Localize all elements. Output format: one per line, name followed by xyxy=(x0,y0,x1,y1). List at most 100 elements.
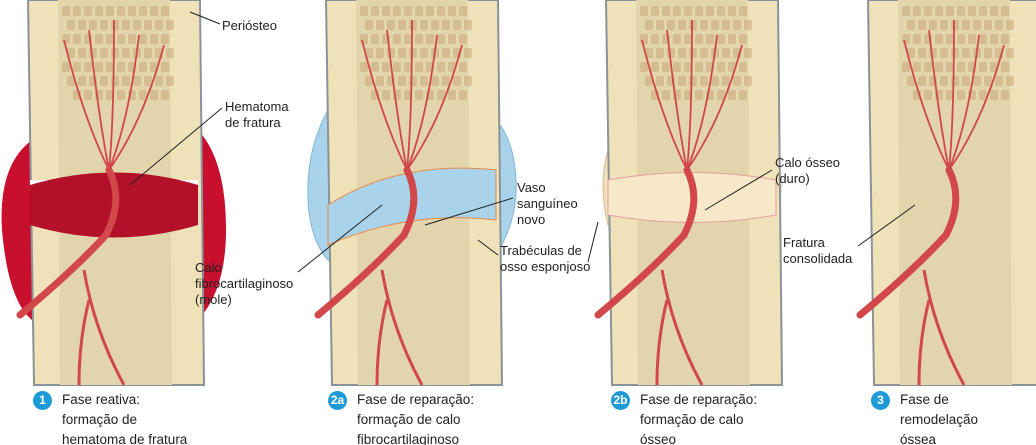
spongy-bone xyxy=(360,62,368,72)
spongy-bone xyxy=(918,48,926,58)
spongy-bone xyxy=(409,20,417,30)
blood-vessel-branch xyxy=(948,44,1005,171)
spongy-bone xyxy=(459,34,467,44)
leader-line xyxy=(587,221,599,263)
spongy-bone xyxy=(711,76,719,86)
spongy-bone xyxy=(122,76,130,86)
spongy-bone xyxy=(946,34,954,44)
spongy-bone xyxy=(365,48,373,58)
spongy-bone xyxy=(645,48,653,58)
label-line: Vaso xyxy=(517,180,546,195)
spongy-bone xyxy=(913,34,921,44)
spongy-bone xyxy=(717,62,725,72)
spongy-bone xyxy=(979,6,987,16)
spongy-bone xyxy=(651,6,659,16)
spongy-bone xyxy=(371,62,379,72)
label-line: sanguíneo xyxy=(517,196,578,211)
label-line: Trabéculas de xyxy=(500,243,582,258)
spongy-bone xyxy=(95,34,103,44)
spongy-bone xyxy=(161,6,169,16)
spongy-bone xyxy=(951,20,959,30)
spongy-bone xyxy=(907,20,915,30)
spongy-bone xyxy=(962,20,970,30)
spongy-bone xyxy=(1001,90,1009,100)
spongy-bone xyxy=(662,90,670,100)
spongy-bone xyxy=(95,62,103,72)
spongy-bone xyxy=(161,90,169,100)
spongy-bone xyxy=(689,20,697,30)
spongy-bone xyxy=(387,20,395,30)
spongy-bone xyxy=(924,90,932,100)
leader-line xyxy=(857,204,916,247)
spongy-bone xyxy=(1001,6,1009,16)
spongy-bone xyxy=(957,34,965,44)
spongy-bone xyxy=(150,6,158,16)
spongy-bone xyxy=(161,34,169,44)
spongy-bone xyxy=(717,90,725,100)
blood-vessel-branch xyxy=(108,19,115,171)
spongy-bone xyxy=(913,6,921,16)
spongy-bone xyxy=(442,76,450,86)
spongy-bone xyxy=(371,34,379,44)
spongy-bone xyxy=(73,62,81,72)
caption-line: Fase de reparação: xyxy=(640,392,758,407)
blood-vessel-branch xyxy=(406,19,413,171)
spongy-bone xyxy=(722,48,730,58)
spongy-bone xyxy=(979,90,987,100)
spongy-bone xyxy=(62,6,70,16)
spongy-bone xyxy=(645,20,653,30)
spongy-bone xyxy=(89,20,97,30)
spongy-bone xyxy=(144,48,152,58)
blood-vessel-branch xyxy=(948,19,955,171)
spongy-bone xyxy=(651,62,659,72)
spongy-bone xyxy=(415,90,423,100)
spongy-bone xyxy=(100,76,108,86)
caption-line: remodelação xyxy=(900,412,979,427)
leader-line xyxy=(477,239,499,256)
spongy-bone xyxy=(111,76,119,86)
spongy-bone xyxy=(393,34,401,44)
spongy-bone xyxy=(984,76,992,86)
artery xyxy=(16,166,120,319)
spongy-bone xyxy=(448,90,456,100)
spongy-bone xyxy=(739,6,747,16)
spongy-bone xyxy=(711,20,719,30)
spongy-bone xyxy=(106,34,114,44)
label-hard-callus: Calo ósseo(duro) xyxy=(775,155,840,187)
label-line: Hematoma xyxy=(225,99,289,114)
caption-line: Fase de reparação: xyxy=(357,392,475,407)
spongy-bone xyxy=(420,76,428,86)
spongy-bone xyxy=(684,62,692,72)
spongy-bone xyxy=(431,20,439,30)
spongy-bone xyxy=(404,34,412,44)
spongy-bone xyxy=(144,76,152,86)
spongy-bone xyxy=(67,48,75,58)
spongy-bone xyxy=(84,6,92,16)
spongy-bone xyxy=(913,62,921,72)
spongy-bone xyxy=(100,48,108,58)
spongy-bone xyxy=(995,20,1003,30)
label-line: Calo ósseo xyxy=(775,155,841,170)
spongy-bone xyxy=(673,62,681,72)
spongy-bone xyxy=(133,76,141,86)
spongy-bone xyxy=(106,90,114,100)
spongy-bone xyxy=(979,34,987,44)
spongy-bone xyxy=(67,76,75,86)
blood-vessel-branch xyxy=(686,44,743,171)
spongy-bone xyxy=(448,6,456,16)
spongy-bone xyxy=(393,62,401,72)
spongy-bone xyxy=(1001,62,1009,72)
blood-vessel-branch xyxy=(903,39,950,171)
spongy-bone xyxy=(662,6,670,16)
spongy-bone xyxy=(962,76,970,86)
caption-line: hematoma de fratura xyxy=(62,432,188,445)
spongy-bone xyxy=(673,6,681,16)
blood-vessel-branch xyxy=(406,34,438,171)
spongy-bone xyxy=(733,20,741,30)
spongy-bone xyxy=(700,48,708,58)
label-line: Calo xyxy=(195,260,222,275)
spongy-bone xyxy=(393,6,401,16)
spongy-bone xyxy=(990,90,998,100)
